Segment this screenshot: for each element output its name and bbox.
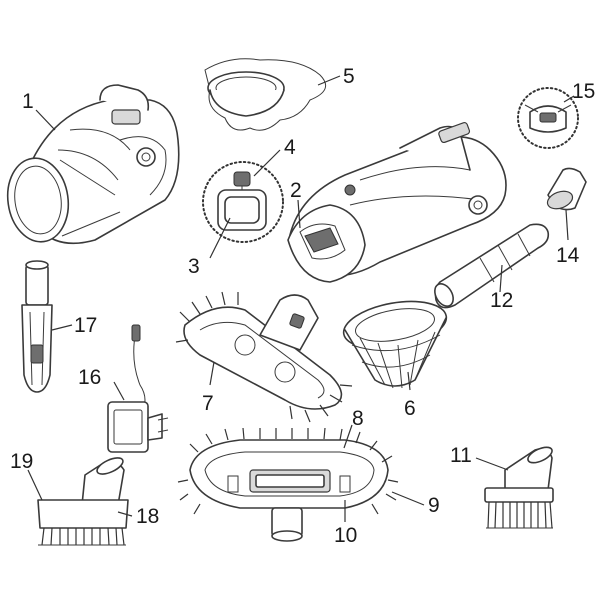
callout-19: 19 xyxy=(10,450,33,473)
part-5-seal-gasket xyxy=(204,58,327,131)
callout-1: 1 xyxy=(22,90,34,113)
callout-16: 16 xyxy=(78,366,101,389)
part-16-charger-adapter xyxy=(107,324,169,453)
callout-3: 3 xyxy=(188,255,200,278)
callout-labels: 1 2 3 4 5 6 7 8 9 10 11 12 14 15 16 17 1… xyxy=(10,65,595,547)
part-14-end-cap xyxy=(546,167,587,211)
callout-5: 5 xyxy=(343,65,355,88)
callout-4: 4 xyxy=(284,136,296,159)
callout-8: 8 xyxy=(352,407,364,430)
callout-6: 6 xyxy=(404,397,416,420)
part-12-extension-pole xyxy=(434,223,550,309)
part-6-filter-cage xyxy=(342,300,448,389)
part-18-19-upholstery-tool xyxy=(37,457,129,546)
part-3-4-latch-detail xyxy=(202,161,284,243)
callout-10: 10 xyxy=(334,524,357,547)
callout-11: 11 xyxy=(450,444,472,467)
callout-12: 12 xyxy=(490,289,513,312)
callout-17: 17 xyxy=(74,314,97,337)
callout-2: 2 xyxy=(290,179,302,202)
part-17-pole-adapter xyxy=(21,260,53,393)
part-8-9-10-floor-head xyxy=(177,427,399,542)
part-2-main-vacuum-body xyxy=(287,121,507,283)
part-1-motor-housing xyxy=(6,84,180,245)
callout-7: 7 xyxy=(202,392,214,415)
part-15-button-detail xyxy=(517,87,579,149)
callout-15: 15 xyxy=(572,80,595,103)
part-11-dusting-brush xyxy=(484,446,554,529)
callout-9: 9 xyxy=(428,494,440,517)
part-7-brush-head xyxy=(175,291,353,423)
callout-18: 18 xyxy=(136,505,159,528)
callout-14: 14 xyxy=(556,244,580,267)
leader-lines xyxy=(27,75,575,522)
